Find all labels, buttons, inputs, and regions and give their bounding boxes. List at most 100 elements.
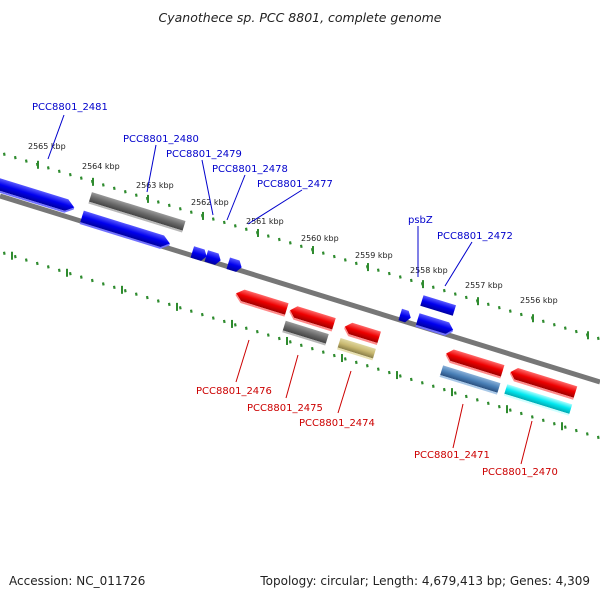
scale-tick [244,326,248,330]
gene-pcc8801-2480[interactable] [79,210,172,252]
scale-tick [13,254,17,259]
gene-label-psbz[interactable]: psbZ [408,215,433,226]
scale-tick [299,244,303,249]
gene-label-pcc8801-2477[interactable]: PCC8801_2477 [257,179,333,190]
scale-tick [409,377,413,382]
gene-pcc8801-2475-red[interactable] [288,304,336,332]
scale-track-upper [2,152,600,341]
gene-pcc8801-2476[interactable] [234,288,289,317]
gene-label-pcc8801-2471[interactable]: PCC8801_2471 [414,450,490,461]
kbp-label: 2565 kbp [28,142,66,151]
scale-tick [101,183,105,187]
gene-label-pcc8801-2472[interactable]: PCC8801_2472 [437,231,513,242]
scale-tick [233,224,237,228]
gene-label-pcc8801-2478[interactable]: PCC8801_2478 [212,164,288,175]
gene-pcc8801-2474-red[interactable] [342,321,381,345]
scale-tick [46,166,50,170]
scale-tick [398,374,402,378]
scale-tick [574,428,578,433]
scale-tick [387,370,391,375]
scale-tick [365,364,369,368]
kbp-label: 2560 kbp [301,234,339,243]
scale-tick [541,418,545,423]
scale-tick [156,200,160,204]
gene-pcc8801-2481[interactable] [0,176,76,215]
gene-label-pcc8801-2481[interactable]: PCC8801_2481 [32,102,108,113]
scale-tick [211,217,215,221]
gene-pcc8801-2477[interactable] [226,257,243,273]
scale-tick [596,336,600,341]
scale-tick [68,271,72,276]
gene-pcc8801-2478[interactable] [204,250,223,266]
scale-tick [288,340,292,344]
scale-tick [431,285,435,289]
scale-tick [167,302,171,307]
gene-pcc8801-2480-gray[interactable] [88,192,186,233]
scale-tick [343,258,347,262]
scale-tick [255,329,259,334]
gene-pcc8801-2470[interactable] [503,384,573,416]
scale-tick [497,404,501,409]
scale-tick [233,323,237,327]
scale-tick [288,241,292,245]
scale-tick [321,251,325,255]
scale-tick [222,220,226,225]
scale-tick [442,288,446,293]
gene-label-pcc8801-2475[interactable]: PCC8801_2475 [247,403,323,414]
kbp-label: 2563 kbp [136,181,174,190]
leader-lines [47,114,533,465]
kbp-label: 2556 kbp [520,296,558,305]
gene-pcc8801-2471-red[interactable] [444,348,505,379]
gene-pcc8801-2472[interactable] [415,313,454,337]
scale-tick [35,261,39,266]
gene-pcc8801-2472-a[interactable] [420,295,457,316]
scale-tick [266,234,270,238]
scale-tick [2,152,6,156]
kbp-label: 2559 kbp [355,251,393,260]
kbp-label: 2561 kbp [246,217,284,226]
scale-tick [530,415,534,419]
gene-label-pcc8801-2476[interactable]: PCC8801_2476 [196,386,272,397]
gene-labels: PCC8801_2481 PCC8801_2480 PCC8801_2479 P… [32,102,558,478]
scale-tick [79,176,83,180]
scale-tick [563,425,567,429]
scale-tick [134,292,138,296]
gene-label-pcc8801-2480[interactable]: PCC8801_2480 [123,134,199,145]
gene-pcc8801-2470-red[interactable] [508,366,578,400]
gene-label-pcc8801-2479[interactable]: PCC8801_2479 [166,149,242,160]
scale-tick [409,278,413,283]
scale-tick [387,271,391,276]
scale-tick [442,387,446,392]
scale-tick [585,432,589,436]
scale-tick [508,408,512,412]
scale-tick [497,305,501,310]
scale-tick [277,336,281,341]
scale-tick [244,227,248,231]
scale-tick [332,254,336,259]
plus-strand-genes [0,176,457,337]
minus-strand-genes [234,288,578,416]
scale-tick [299,343,303,348]
scale-tick [68,172,72,177]
scale-tick [508,309,512,313]
scale-tick [398,275,402,279]
gene-pcc8801-2474[interactable] [337,337,376,361]
accession-text: Accession: NC_011726 [9,574,146,588]
kbp-label: 2558 kbp [410,266,448,275]
gene-pcc8801-2475[interactable] [282,320,329,346]
scale-tick [464,295,468,300]
scale-tick [596,435,600,440]
scale-tick [24,258,28,262]
gene-label-pcc8801-2470[interactable]: PCC8801_2470 [482,467,558,478]
genome-summary-text: Topology: circular; Length: 4,679,413 bp… [260,574,590,588]
scale-tick [57,169,61,174]
scale-tick [431,384,435,388]
scale-tick [156,299,160,303]
gene-label-pcc8801-2474[interactable]: PCC8801_2474 [299,418,375,429]
gene-pcc8801-2479[interactable] [190,246,209,262]
scale-tick [332,353,336,358]
gene-pcc8801-2471[interactable] [439,365,501,395]
gene-psbz[interactable] [398,308,412,324]
scale-tick [420,381,424,385]
